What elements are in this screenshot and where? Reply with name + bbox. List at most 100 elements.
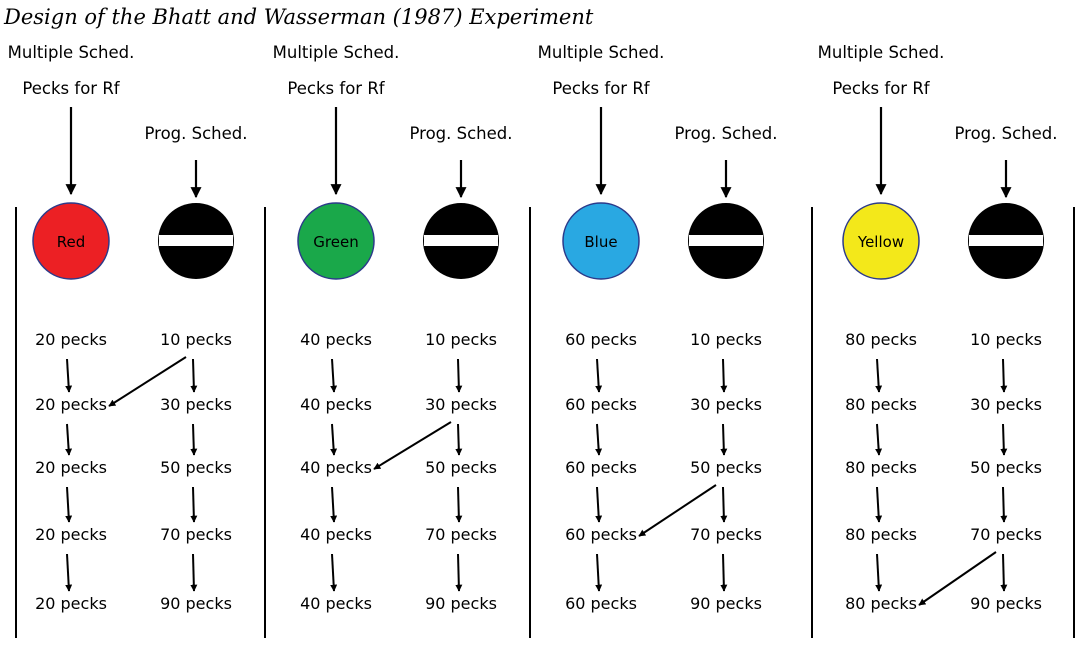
color-key-circle: [842, 202, 920, 280]
black-key-white-bar: [424, 235, 498, 246]
left-peck-value: 40 pecks: [300, 458, 372, 477]
color-key-label: Blue: [584, 233, 617, 251]
right-peck-value: 90 pecks: [425, 594, 497, 613]
right-peck-value: 50 pecks: [690, 458, 762, 477]
right-peck-value: 90 pecks: [690, 594, 762, 613]
switch-arrow: [373, 421, 452, 470]
left-peck-value: 80 pecks: [845, 594, 917, 613]
progressive-schedule-label: Prog. Sched.: [674, 124, 777, 143]
right-peck-value: 10 pecks: [690, 330, 762, 349]
left-peck-value: 80 pecks: [845, 330, 917, 349]
left-down-arrow: [330, 423, 338, 456]
left-peck-value: 20 pecks: [35, 395, 107, 414]
right-down-arrow: [190, 553, 198, 592]
right-peck-value: 30 pecks: [425, 395, 497, 414]
left-down-arrow: [65, 486, 73, 523]
right-peck-value: 30 pecks: [970, 395, 1042, 414]
left-down-arrow: [330, 486, 338, 523]
switch-arrow: [918, 551, 997, 606]
right-peck-value: 30 pecks: [160, 395, 232, 414]
progressive-schedule-label: Prog. Sched.: [954, 124, 1057, 143]
right-down-arrow: [720, 486, 728, 523]
left-peck-value: 20 pecks: [35, 594, 107, 613]
pecks-for-rf-label: Pecks for Rf: [832, 79, 930, 98]
color-key-label: Red: [57, 233, 86, 251]
right-peck-value: 70 pecks: [160, 525, 232, 544]
left-peck-value: 60 pecks: [565, 525, 637, 544]
progressive-schedule-label: Prog. Sched.: [144, 124, 247, 143]
left-down-arrow: [875, 486, 883, 523]
right-peck-value: 70 pecks: [970, 525, 1042, 544]
left-peck-value: 80 pecks: [845, 458, 917, 477]
left-down-arrow: [595, 486, 603, 523]
right-down-arrow: [1000, 486, 1008, 523]
left-peck-value: 40 pecks: [300, 525, 372, 544]
pecks-for-rf-label: Pecks for Rf: [552, 79, 650, 98]
multiple-schedule-label: Multiple Sched.: [8, 43, 135, 62]
left-peck-value: 60 pecks: [565, 594, 637, 613]
left-peck-value: 60 pecks: [565, 395, 637, 414]
right-down-arrow: [720, 553, 728, 592]
left-peck-value: 40 pecks: [300, 395, 372, 414]
left-peck-value: 40 pecks: [300, 594, 372, 613]
left-peck-value: 80 pecks: [845, 525, 917, 544]
right-down-arrow: [190, 423, 198, 456]
right-peck-value: 90 pecks: [160, 594, 232, 613]
left-down-arrow: [875, 358, 883, 393]
left-peck-value: 20 pecks: [35, 458, 107, 477]
right-down-arrow: [720, 423, 728, 456]
black-key-white-bar: [689, 235, 763, 246]
multiple-schedule-label: Multiple Sched.: [818, 43, 945, 62]
left-down-arrow: [330, 553, 338, 592]
left-peck-value: 60 pecks: [565, 330, 637, 349]
color-key-circle: [562, 202, 640, 280]
left-peck-value: 20 pecks: [35, 525, 107, 544]
right-peck-value: 30 pecks: [690, 395, 762, 414]
right-down-arrow: [455, 423, 463, 456]
color-key-label: Green: [313, 233, 358, 251]
right-down-arrow: [1000, 423, 1008, 456]
left-down-arrow: [595, 423, 603, 456]
right-peck-value: 90 pecks: [970, 594, 1042, 613]
left-down-arrow: [330, 358, 338, 393]
right-down-arrow: [455, 358, 463, 393]
left-down-arrow: [65, 553, 73, 592]
right-down-arrow: [720, 358, 728, 393]
diagram-title: Design of the Bhatt and Wasserman (1987)…: [3, 5, 594, 29]
left-peck-value: 20 pecks: [35, 330, 107, 349]
left-down-arrow: [65, 358, 73, 393]
right-down-arrow: [455, 486, 463, 523]
right-down-arrow: [1000, 358, 1008, 393]
left-down-arrow: [65, 423, 73, 456]
right-down-arrow: [190, 486, 198, 523]
left-peck-value: 40 pecks: [300, 330, 372, 349]
right-down-arrow: [190, 358, 198, 393]
progressive-schedule-label: Prog. Sched.: [409, 124, 512, 143]
left-peck-value: 60 pecks: [565, 458, 637, 477]
color-key-circle: [297, 202, 375, 280]
pecks-for-rf-label: Pecks for Rf: [287, 79, 385, 98]
left-down-arrow: [595, 553, 603, 592]
right-down-arrow: [1000, 553, 1008, 592]
right-peck-value: 50 pecks: [160, 458, 232, 477]
right-peck-value: 10 pecks: [160, 330, 232, 349]
right-peck-value: 10 pecks: [425, 330, 497, 349]
right-peck-value: 70 pecks: [690, 525, 762, 544]
color-key-circle: [32, 202, 110, 280]
right-peck-value: 50 pecks: [970, 458, 1042, 477]
pecks-for-rf-label: Pecks for Rf: [22, 79, 120, 98]
left-down-arrow: [875, 553, 883, 592]
right-peck-value: 10 pecks: [970, 330, 1042, 349]
black-key-white-bar: [969, 235, 1043, 246]
left-peck-value: 80 pecks: [845, 395, 917, 414]
switch-arrow: [108, 356, 187, 407]
multiple-schedule-label: Multiple Sched.: [273, 43, 400, 62]
left-down-arrow: [875, 423, 883, 456]
switch-arrow: [638, 484, 717, 537]
black-key-white-bar: [159, 235, 233, 246]
left-down-arrow: [595, 358, 603, 393]
color-key-label: Yellow: [857, 233, 904, 251]
multiple-schedule-label: Multiple Sched.: [538, 43, 665, 62]
